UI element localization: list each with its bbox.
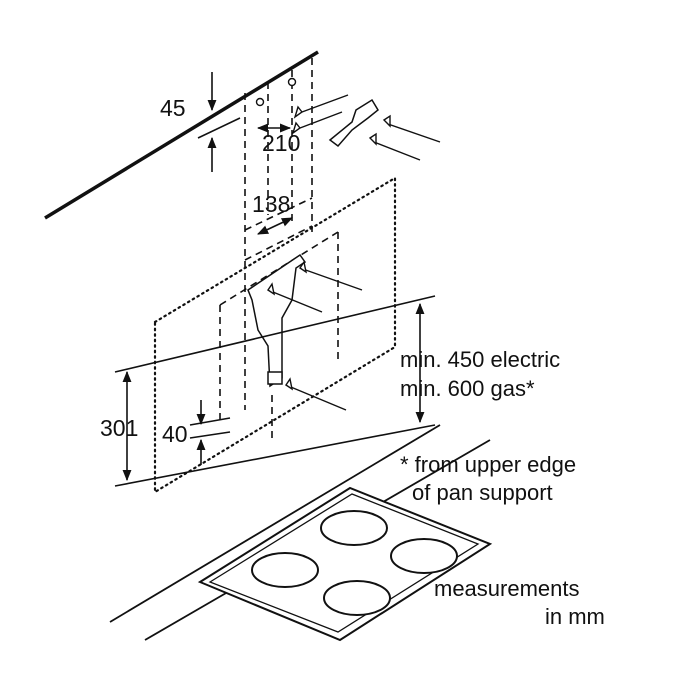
ceiling-drill-holes — [255, 77, 297, 107]
dim-210-label: 210 — [262, 130, 300, 156]
dimension-arrows — [122, 72, 425, 482]
wall-dowels-icon — [267, 260, 363, 411]
ceiling-bracket-icon — [328, 98, 379, 148]
clearance-electric-label: min. 450 electric — [400, 347, 560, 372]
chimney-outline — [219, 231, 339, 440]
dim-45-label: 45 — [160, 95, 186, 121]
ceiling-line — [44, 50, 319, 220]
dim-138-label: 138 — [252, 191, 290, 217]
ceiling-dowels-icon — [291, 94, 441, 161]
units-line2: in mm — [545, 604, 605, 629]
footnote-line2: of pan support — [412, 480, 553, 505]
footnote-line1: * from upper edge — [400, 452, 576, 477]
dim-301-label: 301 — [100, 415, 138, 441]
burner-rear-left — [320, 510, 388, 546]
dim-40-label: 40 — [162, 421, 188, 447]
units-line1: measurements — [434, 576, 580, 601]
cooktop-burners — [251, 510, 458, 616]
wall-bracket-icon — [247, 253, 307, 388]
burner-front-right — [323, 580, 391, 616]
hood-outline — [153, 176, 397, 494]
burner-rear-right — [390, 538, 458, 574]
burner-front-left — [251, 552, 319, 588]
cooktop-icon — [197, 486, 493, 642]
ceiling-bracket-outline — [244, 58, 313, 410]
clearance-gas-label: min. 600 gas* — [400, 376, 535, 401]
